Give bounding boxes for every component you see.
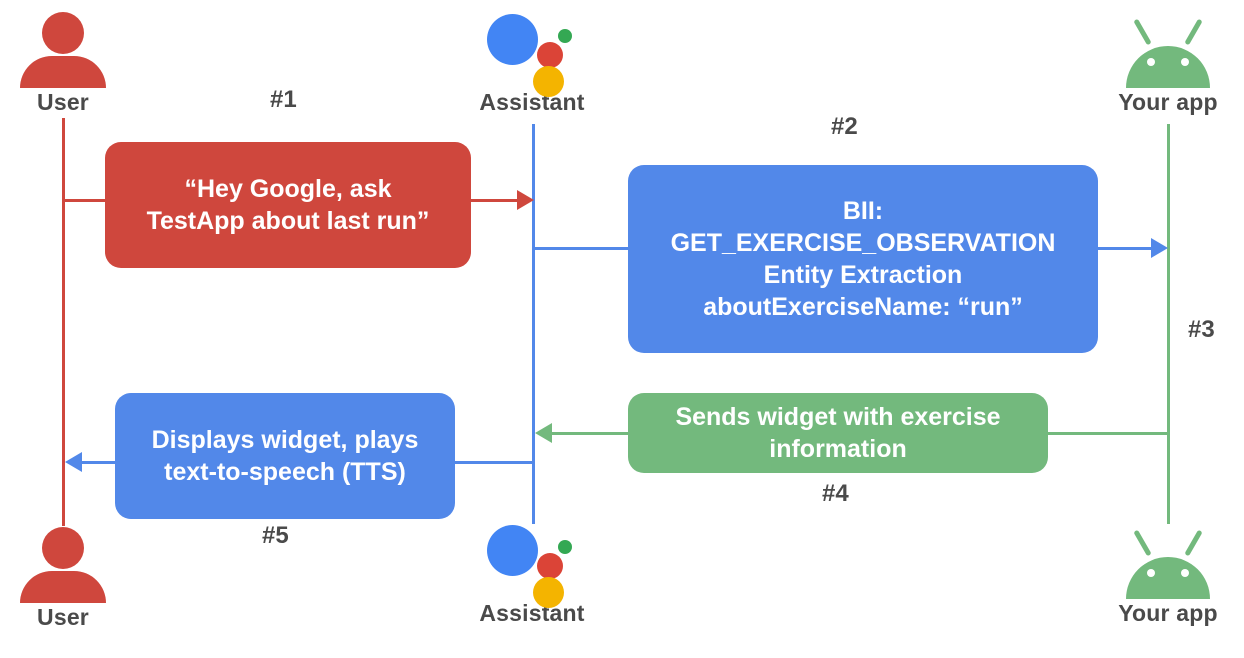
- message-box-2-line-2: GET_EXERCISE_OBSERVATION: [670, 229, 1056, 257]
- connector-box4-to-assistant: [552, 432, 632, 435]
- actor-assistant-top: Assistant: [447, 8, 617, 114]
- user-icon-body: [20, 571, 106, 603]
- message-box-1-line-1: “Hey Google, ask: [184, 175, 392, 203]
- android-icon-antenna-right: [1184, 18, 1203, 46]
- actor-label-user-bottom: User: [37, 604, 89, 630]
- actor-user-bottom: User: [0, 527, 148, 629]
- message-box-5[interactable]: Displays widget, plays text-to-speech (T…: [115, 393, 455, 519]
- android-icon-antenna-left: [1133, 18, 1152, 46]
- android-icon: [1120, 527, 1216, 599]
- message-box-4[interactable]: Sends widget with exercise information: [628, 393, 1048, 473]
- arrowhead-message-1: [517, 190, 534, 210]
- connector-box2-to-app: [1095, 247, 1153, 250]
- android-icon-eye-left: [1147, 58, 1155, 66]
- assistant-icon-dot-yellow: [533, 66, 564, 97]
- actor-assistant-bottom: Assistant: [447, 519, 617, 625]
- message-box-4-line-2: information: [769, 435, 907, 463]
- actor-user-top: User: [0, 12, 148, 114]
- assistant-icon-dot-green: [558, 29, 572, 43]
- message-box-2[interactable]: BII: GET_EXERCISE_OBSERVATION Entity Ext…: [628, 165, 1098, 353]
- connector-user-to-box1: [62, 199, 112, 202]
- arrowhead-message-4: [535, 423, 552, 443]
- android-icon-eye-right: [1181, 58, 1189, 66]
- message-box-5-line-1: Displays widget, plays: [151, 426, 419, 454]
- step-label-5: #5: [262, 522, 289, 549]
- assistant-icon-dot-green: [558, 540, 572, 554]
- user-icon-head: [42, 527, 84, 569]
- user-icon: [20, 527, 106, 603]
- message-box-2-line-4: aboutExerciseName: “run”: [703, 293, 1023, 321]
- step-label-2: #2: [831, 113, 858, 140]
- android-icon: [1120, 16, 1216, 88]
- assistant-icon-dot-red: [537, 553, 563, 579]
- android-icon-antenna-left: [1133, 529, 1152, 557]
- arrowhead-message-5: [65, 452, 82, 472]
- assistant-icon-dot-blue: [487, 14, 538, 65]
- lifeline-user: [62, 118, 65, 526]
- step-label-4: #4: [822, 480, 849, 507]
- android-icon-dome: [1126, 557, 1210, 599]
- connector-box1-to-assistant: [468, 199, 520, 202]
- android-icon-eye-right: [1181, 569, 1189, 577]
- user-icon-body: [20, 56, 106, 88]
- user-icon-head: [42, 12, 84, 54]
- android-icon-eye-left: [1147, 569, 1155, 577]
- assistant-icon-dot-yellow: [533, 577, 564, 608]
- message-box-4-line-1: Sends widget with exercise: [675, 403, 1001, 431]
- arrowhead-message-3: [1151, 238, 1168, 258]
- message-box-1-line-2: TestApp about last run”: [146, 207, 430, 235]
- step-label-3: #3: [1188, 316, 1215, 343]
- connector-app-to-box4: [1046, 432, 1168, 435]
- user-icon: [20, 12, 106, 88]
- android-icon-dome: [1126, 46, 1210, 88]
- actor-label-user-top: User: [37, 89, 89, 115]
- actor-label-assistant-bottom: Assistant: [479, 600, 585, 626]
- actor-label-assistant-top: Assistant: [479, 89, 585, 115]
- actor-your-app-top: Your app: [1083, 16, 1244, 114]
- assistant-icon: [487, 519, 577, 608]
- step-label-1: #1: [270, 86, 297, 113]
- actor-label-your-app-bottom: Your app: [1118, 600, 1218, 626]
- android-icon-antenna-right: [1184, 529, 1203, 557]
- connector-assistant-to-box2: [533, 247, 633, 250]
- actor-label-your-app-top: Your app: [1118, 89, 1218, 115]
- lifeline-assistant: [532, 124, 535, 524]
- message-box-2-line-3: Entity Extraction: [763, 261, 963, 289]
- connector-box5-to-user: [82, 461, 118, 464]
- message-box-1[interactable]: “Hey Google, ask TestApp about last run”: [105, 142, 471, 268]
- message-box-5-line-2: text-to-speech (TTS): [164, 458, 406, 486]
- lifeline-your-app: [1167, 124, 1170, 524]
- assistant-icon: [487, 8, 577, 97]
- connector-assistant-to-box5: [452, 461, 534, 464]
- assistant-icon-dot-red: [537, 42, 563, 68]
- actor-your-app-bottom: Your app: [1083, 527, 1244, 625]
- assistant-icon-dot-blue: [487, 525, 538, 576]
- message-box-2-line-1: BII:: [842, 197, 884, 225]
